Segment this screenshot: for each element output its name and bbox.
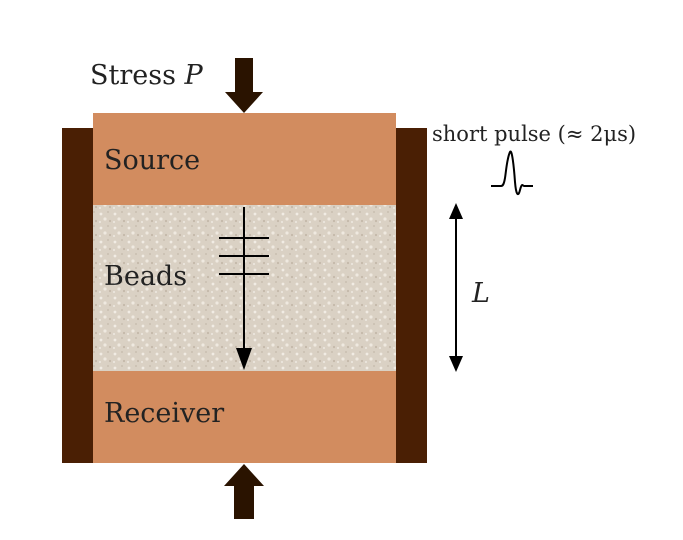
length-double-arrow-icon	[449, 203, 463, 372]
length-symbol: L	[472, 278, 490, 309]
source-piston	[93, 113, 396, 205]
stress-down-arrow-icon	[225, 58, 263, 113]
receiver-label: Receiver	[104, 398, 225, 429]
right-wall	[396, 128, 427, 463]
pulse-label: short pulse (≈ 2μs)	[432, 122, 637, 146]
pulse-waveform-icon	[491, 150, 533, 196]
beads-label: Beads	[104, 261, 188, 292]
stress-text: Stress	[90, 60, 176, 91]
stress-up-arrow-icon	[224, 464, 264, 519]
stress-symbol: P	[184, 60, 203, 91]
wave-propagation-arrow-icon	[219, 207, 269, 355]
source-label: Source	[104, 145, 201, 176]
receiver-piston	[93, 371, 396, 463]
wave-arrowhead-icon	[236, 348, 252, 370]
left-wall	[62, 128, 93, 463]
stress-label: Stress P	[90, 62, 203, 89]
